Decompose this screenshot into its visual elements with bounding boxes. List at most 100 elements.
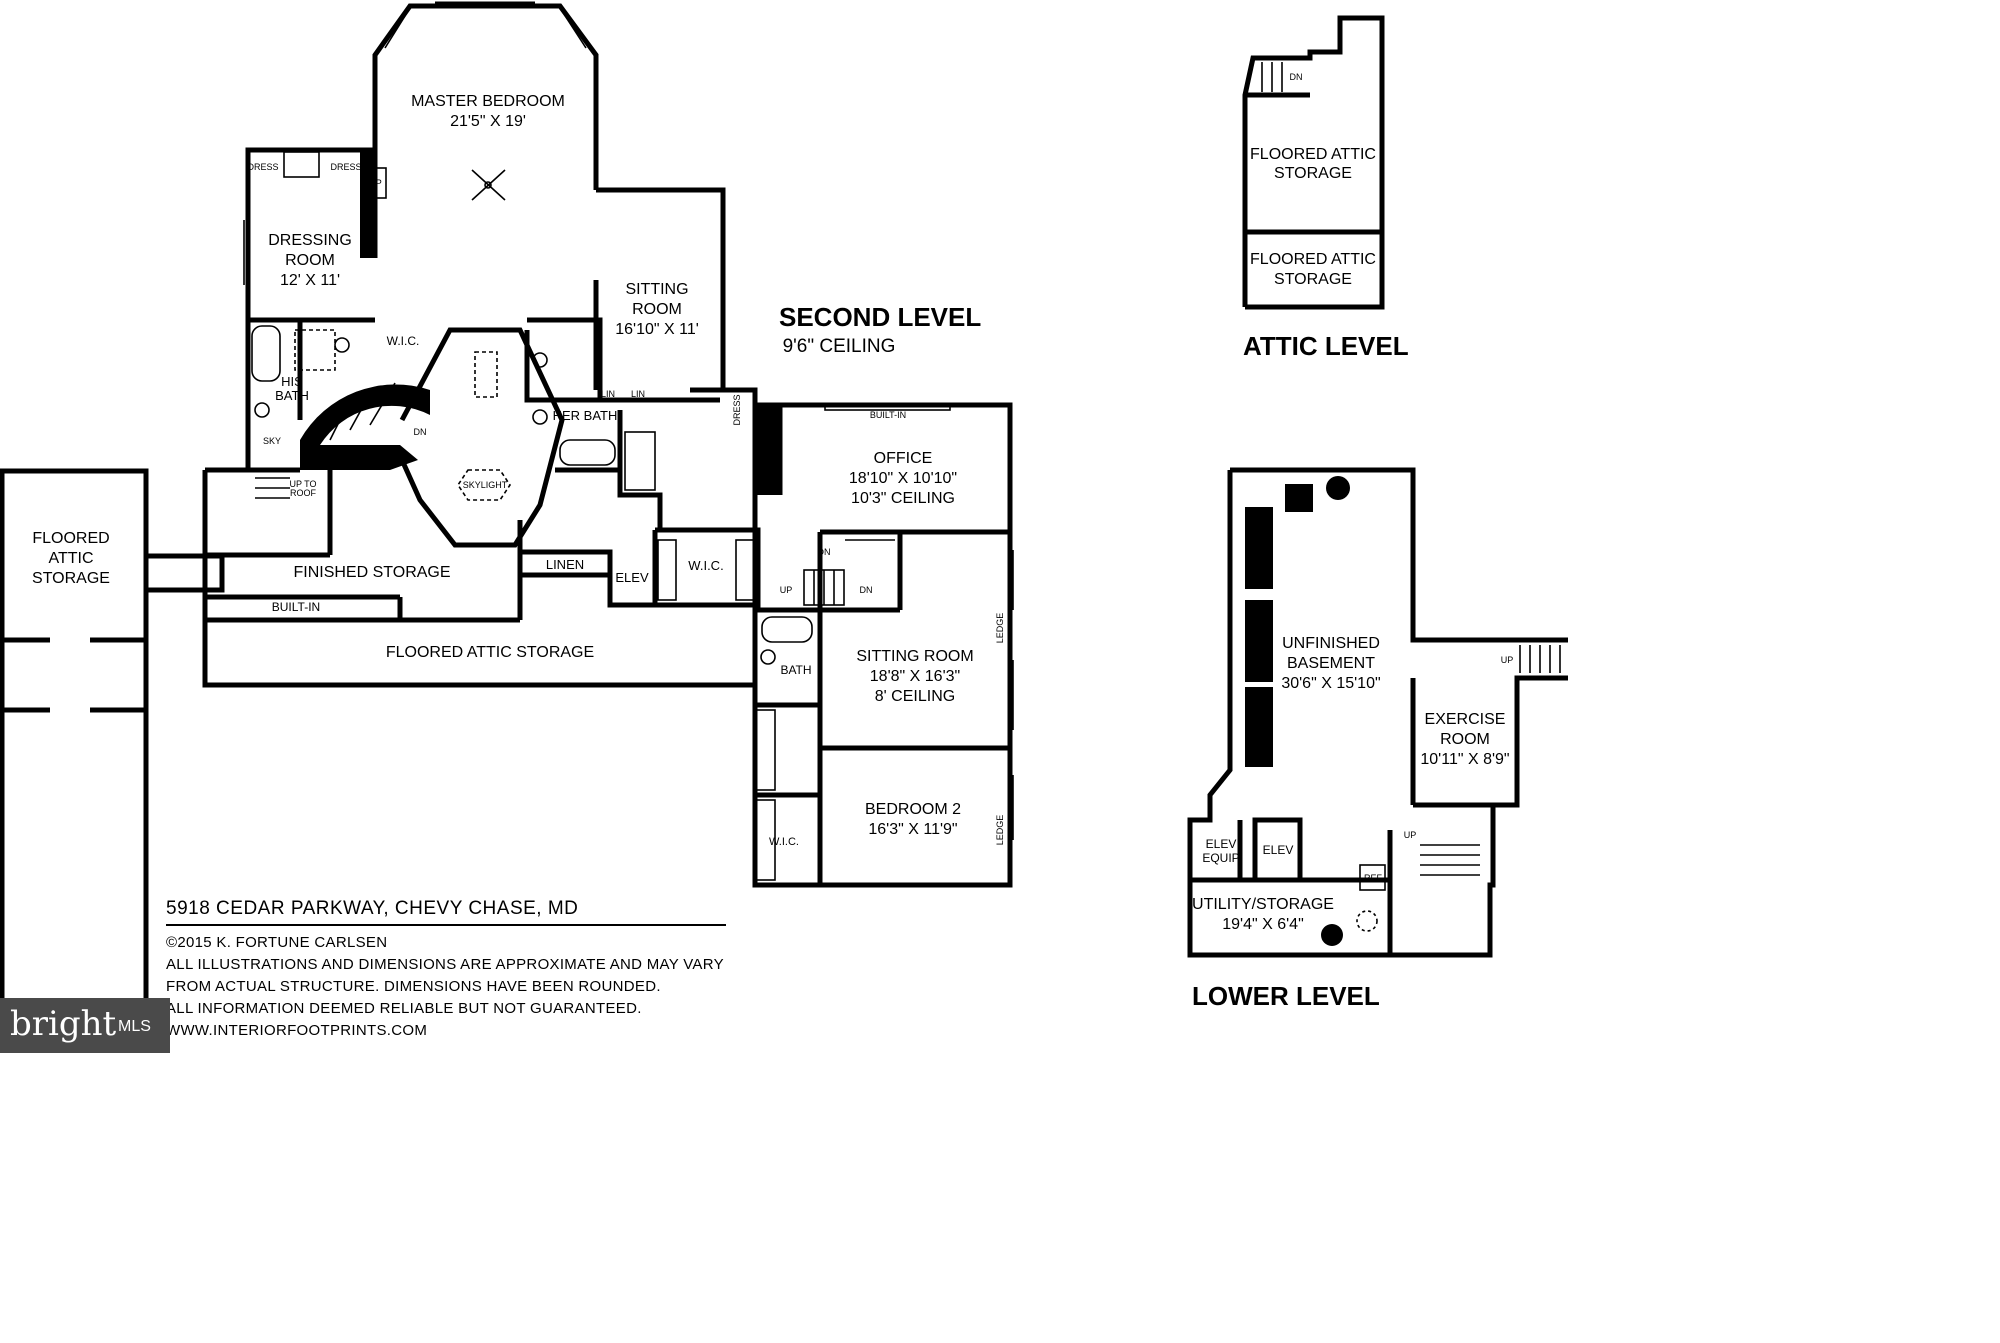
toilet-icon bbox=[532, 409, 548, 425]
closet-hatch bbox=[283, 151, 776, 881]
stair-up-label: UP bbox=[780, 585, 793, 595]
built-in-label: BUILT-IN bbox=[870, 410, 906, 420]
website: WWW.INTERIORFOOTPRINTS.COM bbox=[166, 1022, 428, 1039]
skylight-label: SKY bbox=[263, 436, 281, 446]
room-dims: 16'3" X 11'9" bbox=[868, 821, 957, 838]
fireplace-wall bbox=[360, 150, 375, 258]
secondary-staircase bbox=[255, 477, 895, 606]
ceiling-fan-icon bbox=[471, 169, 506, 201]
skylight-label: SKYLIGHT bbox=[463, 480, 508, 490]
room-label: FLOORED bbox=[32, 530, 109, 547]
linen-label: LIN bbox=[631, 389, 645, 399]
room-label: ATTIC bbox=[48, 550, 93, 567]
address: 5918 CEDAR PARKWAY, CHEVY CHASE, MD bbox=[166, 898, 726, 926]
room-name: BATH bbox=[780, 663, 811, 677]
room-name: FLOORED ATTIC bbox=[1250, 251, 1376, 268]
room-dims: 18'10" X 10'10" bbox=[849, 470, 957, 487]
stair-dn-label: DN bbox=[818, 547, 831, 557]
sink-icon bbox=[532, 352, 548, 368]
room-name: UNFINISHED bbox=[1282, 635, 1380, 652]
room-name: ROOM bbox=[1440, 731, 1490, 748]
copyright: ©2015 K. FORTUNE CARLSEN bbox=[166, 934, 388, 951]
room-dims: 21'5" X 19' bbox=[450, 113, 526, 130]
dresser-label: DRESS bbox=[732, 394, 742, 425]
toilet-icon bbox=[760, 649, 776, 665]
skylight-icon bbox=[294, 329, 336, 371]
room-name: MASTER BEDROOM bbox=[411, 93, 565, 110]
room-name: ELEV bbox=[615, 570, 649, 585]
lower-level: UP UP REF UNFINISHED BASEMENT 30'6" X 15… bbox=[1187, 467, 1568, 958]
room-name: W.I.C. bbox=[688, 558, 723, 573]
stair-label: UP TO bbox=[289, 479, 316, 489]
dresser-label: DRESS bbox=[247, 162, 278, 172]
stair-label: ROOF bbox=[290, 488, 317, 498]
level-title: LOWER LEVEL bbox=[1192, 981, 1380, 1011]
disclaimer: ALL ILLUSTRATIONS AND DIMENSIONS ARE APP… bbox=[166, 956, 724, 973]
watermark-mls: MLS bbox=[118, 1018, 151, 1035]
lower-stair-exterior bbox=[1519, 645, 1561, 673]
room-name: DRESSING bbox=[268, 232, 352, 249]
bathtub-icon bbox=[559, 439, 616, 466]
room-name: EXERCISE bbox=[1425, 711, 1506, 728]
level-ceiling: 9'6" CEILING bbox=[783, 336, 896, 357]
ledge-label: LEDGE bbox=[995, 613, 1005, 644]
disclaimer: ALL INFORMATION DEEMED RELIABLE BUT NOT … bbox=[166, 1000, 642, 1017]
room-name: ROOM bbox=[285, 252, 335, 269]
room-name: ROOM bbox=[632, 301, 682, 318]
fireplace bbox=[365, 167, 387, 199]
room-dims: 16'10" X 11' bbox=[615, 321, 699, 338]
room-dims: 30'6" X 15'10" bbox=[1281, 675, 1380, 692]
skylight-icon bbox=[474, 351, 498, 398]
room-name: BEDROOM 2 bbox=[865, 801, 961, 818]
disclaimer: FROM ACTUAL STRUCTURE. DIMENSIONS HAVE B… bbox=[166, 978, 661, 995]
stair-up-label: UP bbox=[1404, 830, 1417, 840]
second-level-walls bbox=[202, 1, 1014, 888]
fireplace-label: FP bbox=[370, 178, 382, 188]
dresser-label: DRESS bbox=[330, 162, 361, 172]
room-name: FINISHED STORAGE bbox=[293, 564, 450, 581]
room-dims: 18'8" X 16'3" bbox=[870, 668, 960, 685]
grand-staircase bbox=[300, 382, 430, 470]
level-title: SECOND LEVEL bbox=[779, 302, 981, 332]
ref-label: REF bbox=[1364, 873, 1383, 883]
room-name: ELEV bbox=[1263, 843, 1294, 857]
room-name: UTILITY/STORAGE bbox=[1192, 896, 1334, 913]
room-dims: 12' X 11' bbox=[280, 272, 340, 289]
stair-dn-label: DN bbox=[414, 427, 427, 437]
room-name: BASEMENT bbox=[1287, 655, 1375, 672]
skylight-icon bbox=[457, 469, 511, 501]
room-name: EQUIP bbox=[1202, 851, 1239, 865]
room-name: BUILT-IN bbox=[272, 600, 320, 614]
room-name: W.I.C. bbox=[387, 334, 420, 348]
stair-up-label: UP bbox=[1501, 655, 1514, 665]
bathtub-icon bbox=[761, 616, 813, 643]
room-name: LINEN bbox=[546, 557, 584, 572]
linen-label: LIN bbox=[601, 389, 615, 399]
level-title: ATTIC LEVEL bbox=[1243, 331, 1409, 361]
room-label: STORAGE bbox=[32, 570, 110, 587]
room-name: STORAGE bbox=[1274, 271, 1352, 288]
room-name: BATH bbox=[275, 388, 309, 403]
stair-dn-label: DN bbox=[860, 585, 873, 595]
room-name: FLOORED ATTIC bbox=[1250, 146, 1376, 163]
room-name: FLOORED ATTIC STORAGE bbox=[386, 644, 594, 661]
room-name: SITTING ROOM bbox=[856, 648, 973, 665]
room-name: ELEV bbox=[1206, 837, 1237, 851]
stair-dn-label: DN bbox=[1290, 72, 1303, 82]
watermark-brand: bright bbox=[10, 1004, 117, 1044]
ledge-label: LEDGE bbox=[995, 815, 1005, 846]
toilet-icon bbox=[254, 402, 270, 418]
room-name: OFFICE bbox=[874, 450, 933, 467]
room-name: STORAGE bbox=[1274, 165, 1352, 182]
room-name: HIS bbox=[281, 374, 303, 389]
property-info: 5918 CEDAR PARKWAY, CHEVY CHASE, MD ©201… bbox=[166, 898, 746, 1042]
sink-icon bbox=[334, 337, 350, 353]
room-name: SITTING bbox=[625, 281, 688, 298]
room-ceiling: 10'3" CEILING bbox=[851, 490, 955, 507]
room-dims: 19'4" X 6'4" bbox=[1222, 916, 1304, 933]
bathtub-icon bbox=[251, 325, 281, 382]
floor-plan: FLOORED ATTIC STORAGE bbox=[0, 1, 1568, 1053]
room-name: HER BATH bbox=[553, 408, 618, 423]
room-dims: 10'11" X 8'9" bbox=[1420, 751, 1509, 768]
lower-stair-interior bbox=[1420, 844, 1480, 876]
